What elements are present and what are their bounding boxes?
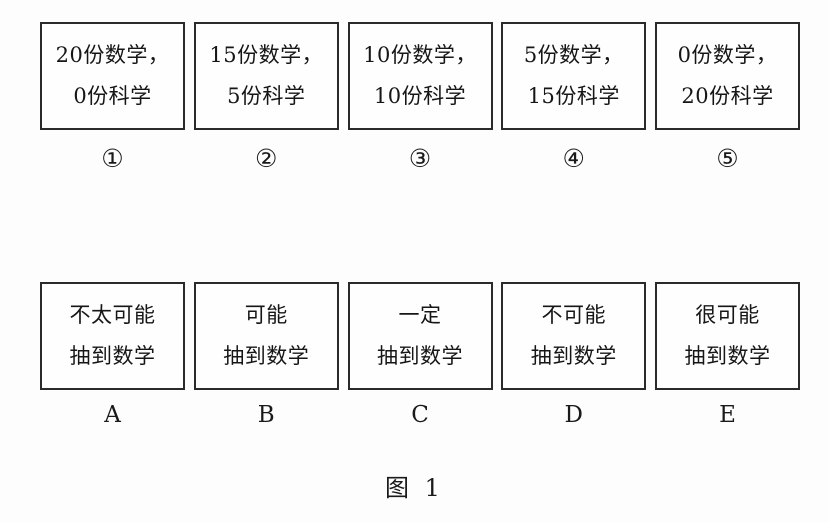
likelihood-card-c-action: 抽到数学 <box>377 344 463 368</box>
likelihood-row: 不太可能 抽到数学 可能 抽到数学 一定 抽到数学 不可能 抽到数学 很可能 抽… <box>40 282 800 390</box>
likelihood-card-b[interactable]: 可能 抽到数学 <box>193 282 339 390</box>
letter-label-d: D <box>564 402 583 428</box>
bag-card-3-science-count: 10份科学 <box>373 84 467 108</box>
letter-label-e: E <box>719 402 736 428</box>
likelihood-card-d[interactable]: 不可能 抽到数学 <box>501 282 647 390</box>
likelihood-marker-row: A B C D E <box>40 404 800 427</box>
likelihood-marker-cell-d: D <box>501 404 646 427</box>
likelihood-card-e[interactable]: 很可能 抽到数学 <box>655 282 800 390</box>
bag-marker-cell-2: ② <box>194 146 339 171</box>
bag-marker-cell-5: ⑤ <box>655 146 800 171</box>
bag-card-5[interactable]: 0份数学， 20份科学 <box>655 22 800 130</box>
likelihood-marker-cell-a: A <box>40 404 185 427</box>
circled-number-5: ⑤ <box>716 144 739 173</box>
bag-card-2-math-count: 15份数学， <box>209 43 324 67</box>
bag-card-1[interactable]: 20份数学， 0份科学 <box>40 22 185 130</box>
likelihood-card-a[interactable]: 不太可能 抽到数学 <box>40 282 185 390</box>
likelihood-card-a-action: 抽到数学 <box>69 344 156 368</box>
likelihood-card-e-qualifier: 很可能 <box>695 303 760 327</box>
bag-card-1-science-count: 0份科学 <box>73 84 152 108</box>
circled-number-3: ③ <box>408 144 432 173</box>
likelihood-card-d-action: 抽到数学 <box>530 344 617 368</box>
bag-card-3-math-count: 10份数学， <box>363 43 477 67</box>
bag-marker-row: ① ② ③ ④ ⑤ <box>40 146 800 171</box>
likelihood-card-c-qualifier: 一定 <box>398 303 442 327</box>
bag-marker-cell-3: ③ <box>348 146 493 171</box>
likelihood-card-b-action: 抽到数学 <box>223 344 310 368</box>
likelihood-card-e-action: 抽到数学 <box>684 344 771 368</box>
circled-number-2: ② <box>255 144 278 173</box>
circled-number-4: ④ <box>562 144 585 173</box>
letter-label-b: B <box>257 402 275 428</box>
bag-composition-row: 20份数学， 0份科学 15份数学， 5份科学 10份数学， 10份科学 5份数… <box>40 22 800 130</box>
bag-card-4-math-count: 5份数学， <box>523 43 624 67</box>
bag-card-5-math-count: 0份数学， <box>677 43 778 67</box>
bag-marker-cell-4: ④ <box>501 146 646 171</box>
bag-card-5-science-count: 20份科学 <box>681 84 774 108</box>
bag-card-1-math-count: 20份数学， <box>55 43 170 67</box>
letter-label-a: A <box>104 402 121 428</box>
likelihood-card-c[interactable]: 一定 抽到数学 <box>347 282 493 390</box>
bag-marker-cell-1: ① <box>40 146 185 171</box>
bag-card-4[interactable]: 5份数学， 15份科学 <box>501 22 647 130</box>
bag-card-3[interactable]: 10份数学， 10份科学 <box>347 22 493 130</box>
likelihood-card-a-qualifier: 不太可能 <box>69 303 156 327</box>
circled-number-1: ① <box>101 144 124 173</box>
bag-card-2-science-count: 5份科学 <box>227 84 306 108</box>
bag-card-2[interactable]: 15份数学， 5份科学 <box>193 22 339 130</box>
likelihood-marker-cell-c: C <box>348 404 493 427</box>
letter-label-c: C <box>411 402 429 428</box>
likelihood-card-d-qualifier: 不可能 <box>541 303 606 327</box>
bag-card-4-science-count: 15份科学 <box>527 84 620 108</box>
likelihood-marker-cell-e: E <box>655 404 800 427</box>
likelihood-card-b-qualifier: 可能 <box>244 303 288 327</box>
figure-caption: 图 1 <box>385 474 444 502</box>
likelihood-marker-cell-b: B <box>194 404 339 427</box>
